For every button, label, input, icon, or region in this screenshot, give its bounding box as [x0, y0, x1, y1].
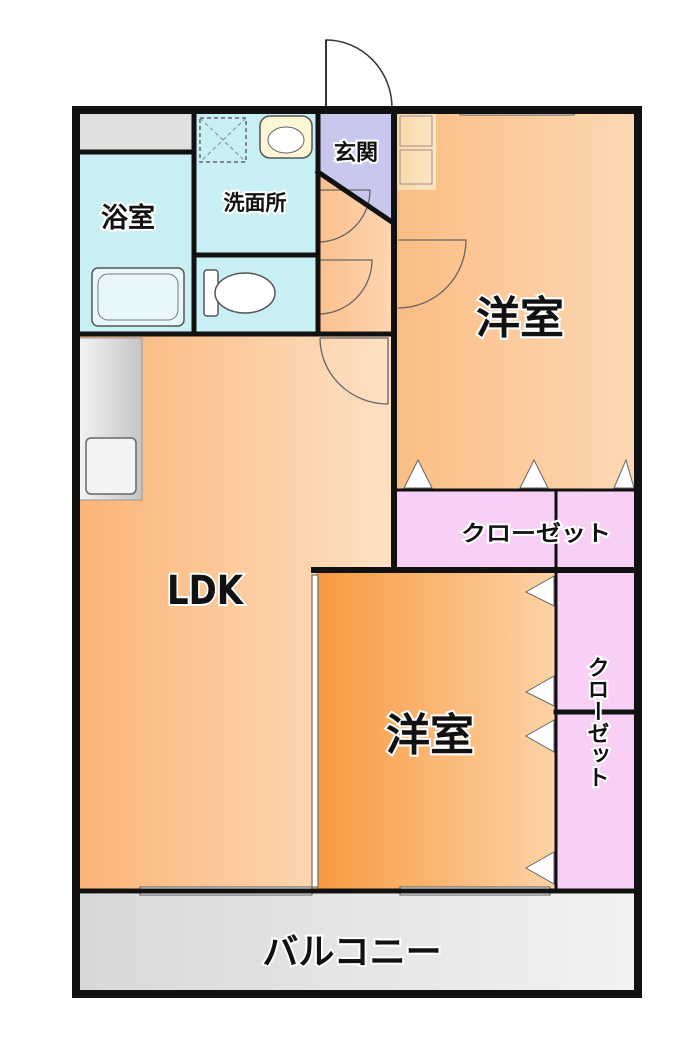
closet-1	[396, 490, 636, 568]
bathtub	[91, 267, 185, 327]
closet-door-mark	[524, 851, 555, 885]
shoe-cabinet-shelf-bottom	[399, 149, 433, 185]
closet-door-mark	[613, 458, 635, 489]
closet-door-mark	[524, 719, 555, 753]
room-western-2	[316, 572, 558, 890]
shower-pan-diag-b	[199, 117, 247, 163]
label-washroom: 洗面所	[224, 191, 287, 215]
label-western-room-1: 洋室	[476, 293, 564, 344]
wash-basin-bowl	[267, 126, 305, 154]
label-entrance: 玄関	[334, 140, 378, 166]
sliding-door-partition	[311, 574, 319, 888]
entrance-door-swing	[325, 39, 393, 109]
label-closet-1: クローゼット	[461, 522, 611, 547]
balcony	[78, 894, 636, 992]
storage-shelf	[78, 112, 192, 152]
walls	[72, 106, 642, 998]
room-entrance	[318, 112, 392, 222]
closet-door-mark	[524, 675, 555, 707]
toilet-bowl	[214, 272, 276, 314]
door-swing-ldk	[319, 337, 389, 405]
closet-door-mark	[524, 575, 555, 607]
closet-door-mark	[403, 458, 433, 489]
label-ldk: LDK	[167, 568, 245, 614]
door-swing-washroom	[317, 189, 371, 243]
shower-pan	[199, 117, 247, 163]
shoe-cabinet-shelf-top	[399, 115, 433, 147]
door-swing-toilet	[317, 259, 373, 315]
label-bathroom: 浴室	[101, 202, 155, 234]
closet-door-mark	[519, 458, 549, 489]
door-swing-western-1	[397, 239, 467, 309]
closet-2	[558, 572, 636, 890]
bathtub-inner	[97, 273, 179, 321]
label-western-room-2: 洋室	[386, 710, 474, 761]
kitchen-sink	[85, 437, 137, 495]
shoe-cabinet	[396, 112, 436, 190]
label-balcony: バルコニー	[262, 932, 441, 973]
label-closet-2: クローゼット	[584, 656, 610, 788]
